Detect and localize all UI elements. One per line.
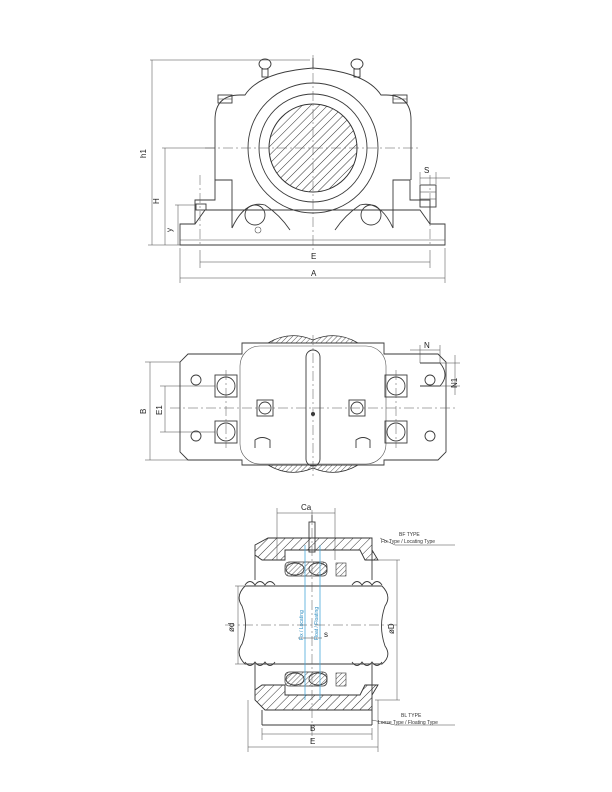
note-center-fix: Fix / Locating — [299, 610, 305, 640]
note-bl-type: BL TYPE — [401, 713, 422, 719]
dim-E-section: E — [310, 737, 315, 746]
shaft — [238, 585, 389, 665]
dim-B-top: B — [139, 409, 148, 414]
front-view: h1 H y S E A — [139, 55, 450, 283]
dim-H: H — [152, 198, 161, 204]
note-center-float: Float / Floating — [314, 607, 320, 640]
base-plate-outline — [179, 342, 447, 466]
note-bl-desc: Loose Type / Floating Type — [378, 720, 438, 726]
eye-bolt-left-icon — [258, 58, 272, 70]
note-bf-desc: Fix Type / Locating Type — [381, 539, 435, 545]
dim-N1: N1 — [450, 377, 459, 388]
dim-y: y — [165, 228, 174, 232]
dim-N: N — [424, 341, 430, 350]
dim-Ca: Ca — [301, 503, 312, 512]
top-view: B E1 N N1 — [139, 335, 460, 478]
dim-S: S — [424, 166, 429, 175]
dim-s: s — [324, 630, 328, 639]
dim-d: ød — [227, 623, 236, 632]
dim-A: A — [311, 269, 317, 278]
eye-bolt-right-icon — [350, 58, 364, 70]
dim-E1: E1 — [155, 405, 164, 415]
dim-h1: h1 — [139, 149, 148, 158]
dim-D: øD — [387, 623, 396, 634]
note-bf-type: BF TYPE — [399, 532, 420, 538]
housing-section-bottom — [254, 684, 379, 711]
dim-E: E — [311, 252, 316, 261]
housing-section-top — [254, 537, 379, 561]
section-view: Ca ød øD s B E BF TYPE Fix Type / Locati… — [225, 503, 455, 752]
dim-B-section: B — [310, 724, 315, 733]
